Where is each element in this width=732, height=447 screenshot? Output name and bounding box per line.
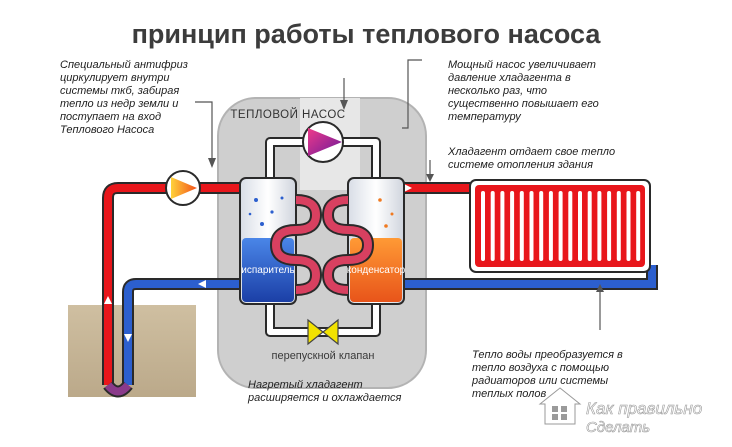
unit-title-label: ТЕПЛОВОЙ НАСОС (230, 108, 345, 121)
pointer-arrowheads (208, 100, 604, 292)
radiator-fin (636, 191, 641, 261)
radiator-fin (587, 191, 592, 261)
radiator-fin (616, 191, 621, 261)
note-line: Теплового Насоса (60, 124, 154, 136)
ground-loop-arrows (104, 280, 206, 342)
evaporator-label: испаритель (241, 265, 294, 276)
logo-line-1: Как правильно (586, 399, 702, 418)
radiator-fin (558, 191, 563, 261)
bypass-valve (307, 318, 339, 346)
condenser-label: конденсатор (347, 265, 406, 276)
note-line: расширяется и охлаждается (247, 392, 401, 404)
note-line: Тепло воды преобразуется в (472, 349, 623, 361)
page-title: принцип работы теплового насоса (132, 19, 602, 49)
condenser-bubbles (378, 198, 394, 228)
note-line: Мощный насос увеличивает (448, 59, 596, 71)
valve-label: перепускной клапан (272, 350, 375, 362)
condenser (321, 177, 405, 305)
note-line: поступает на вход (60, 111, 161, 123)
note-line: Специальный антифриз (60, 59, 188, 71)
note-line: Нагретый хладагент (248, 379, 363, 391)
radiator-fin (548, 191, 553, 261)
radiator-fin (539, 191, 544, 261)
radiator-fin (490, 191, 495, 261)
note-line: существенно повышает его (448, 98, 599, 110)
radiator-fin (568, 191, 573, 261)
evaporator-bubbles (248, 196, 284, 226)
pointer-lines (195, 59, 601, 330)
evaporator (239, 177, 323, 305)
logo-line-2: Сделать (586, 419, 650, 436)
note-line: системы ткб, забирая (60, 85, 179, 97)
radiator-fin (607, 191, 612, 261)
radiator-fin (510, 191, 515, 261)
compressor-pump (302, 121, 344, 163)
note-line: тепло воздуха с помощью (472, 362, 609, 374)
radiator-fin (529, 191, 534, 261)
radiator (469, 179, 651, 273)
note-line: давление хладагента в (448, 72, 571, 84)
note-line: температуру (448, 111, 522, 123)
site-logo: Как правильно Сделать (538, 387, 702, 436)
radiator-fin (500, 191, 505, 261)
radiator-fin (481, 191, 485, 261)
ground-loop (102, 182, 246, 398)
note-line: циркулирует внутри (60, 72, 169, 84)
note-line: тепло из недр земли и (60, 98, 178, 110)
note-line: радиаторов или системы (471, 375, 608, 387)
radiator-fin (519, 191, 524, 261)
note-line: теплых полов (472, 388, 546, 400)
radiator-fin (578, 191, 582, 261)
radiator-fin (626, 191, 631, 261)
logo-house-icon (538, 387, 582, 425)
note-line: несколько раз, что (448, 85, 547, 97)
radiator-fin (597, 191, 602, 261)
antifreeze-pump (165, 170, 201, 206)
note-line: Хладагент отдает свое тепло (447, 146, 615, 158)
note-line: системе отопления здания (448, 159, 593, 171)
